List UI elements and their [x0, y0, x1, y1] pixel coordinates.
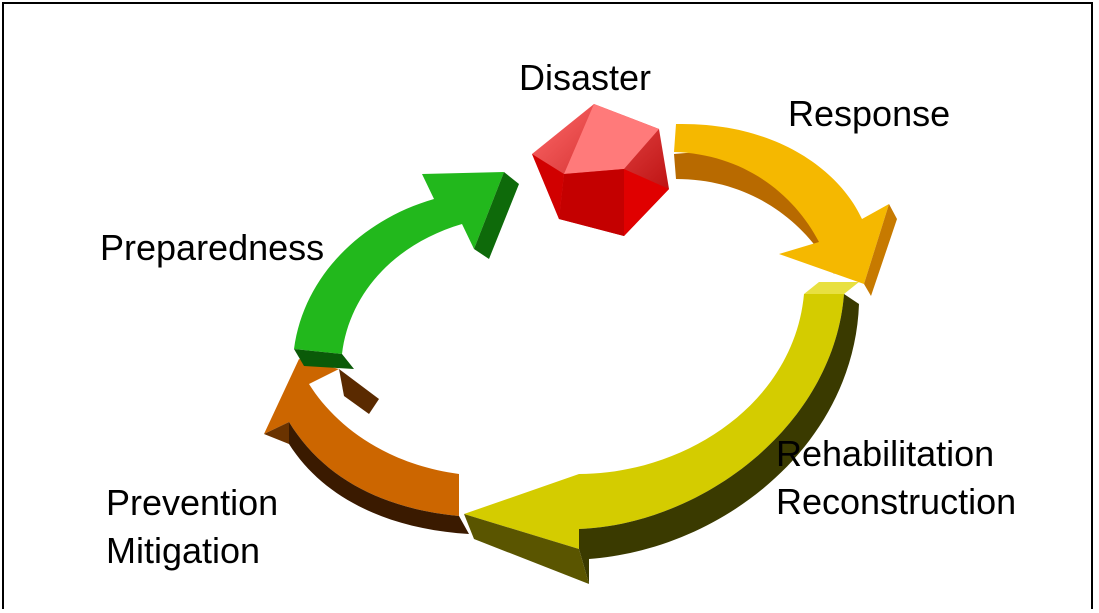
preparedness-arrow [294, 172, 519, 369]
rehabilitation-arrow [464, 282, 859, 584]
stage-prevention-label: Prevention [106, 482, 278, 523]
disaster-label: Disaster [519, 57, 651, 98]
disaster-polyhedron-icon [532, 104, 669, 236]
disaster-cycle-diagram: Disaster Response Rehabilitation Reconst… [100, 57, 1016, 584]
stage-response-label: Response [788, 93, 950, 134]
stage-rehabilitation-label: Rehabilitation [776, 433, 994, 474]
stage-preparedness-label: Preparedness [100, 227, 324, 268]
stage-mitigation-label: Mitigation [106, 530, 260, 571]
stage-reconstruction-label: Reconstruction [776, 481, 1016, 522]
response-arrow [674, 123, 897, 296]
prevention-arrow [264, 359, 469, 534]
